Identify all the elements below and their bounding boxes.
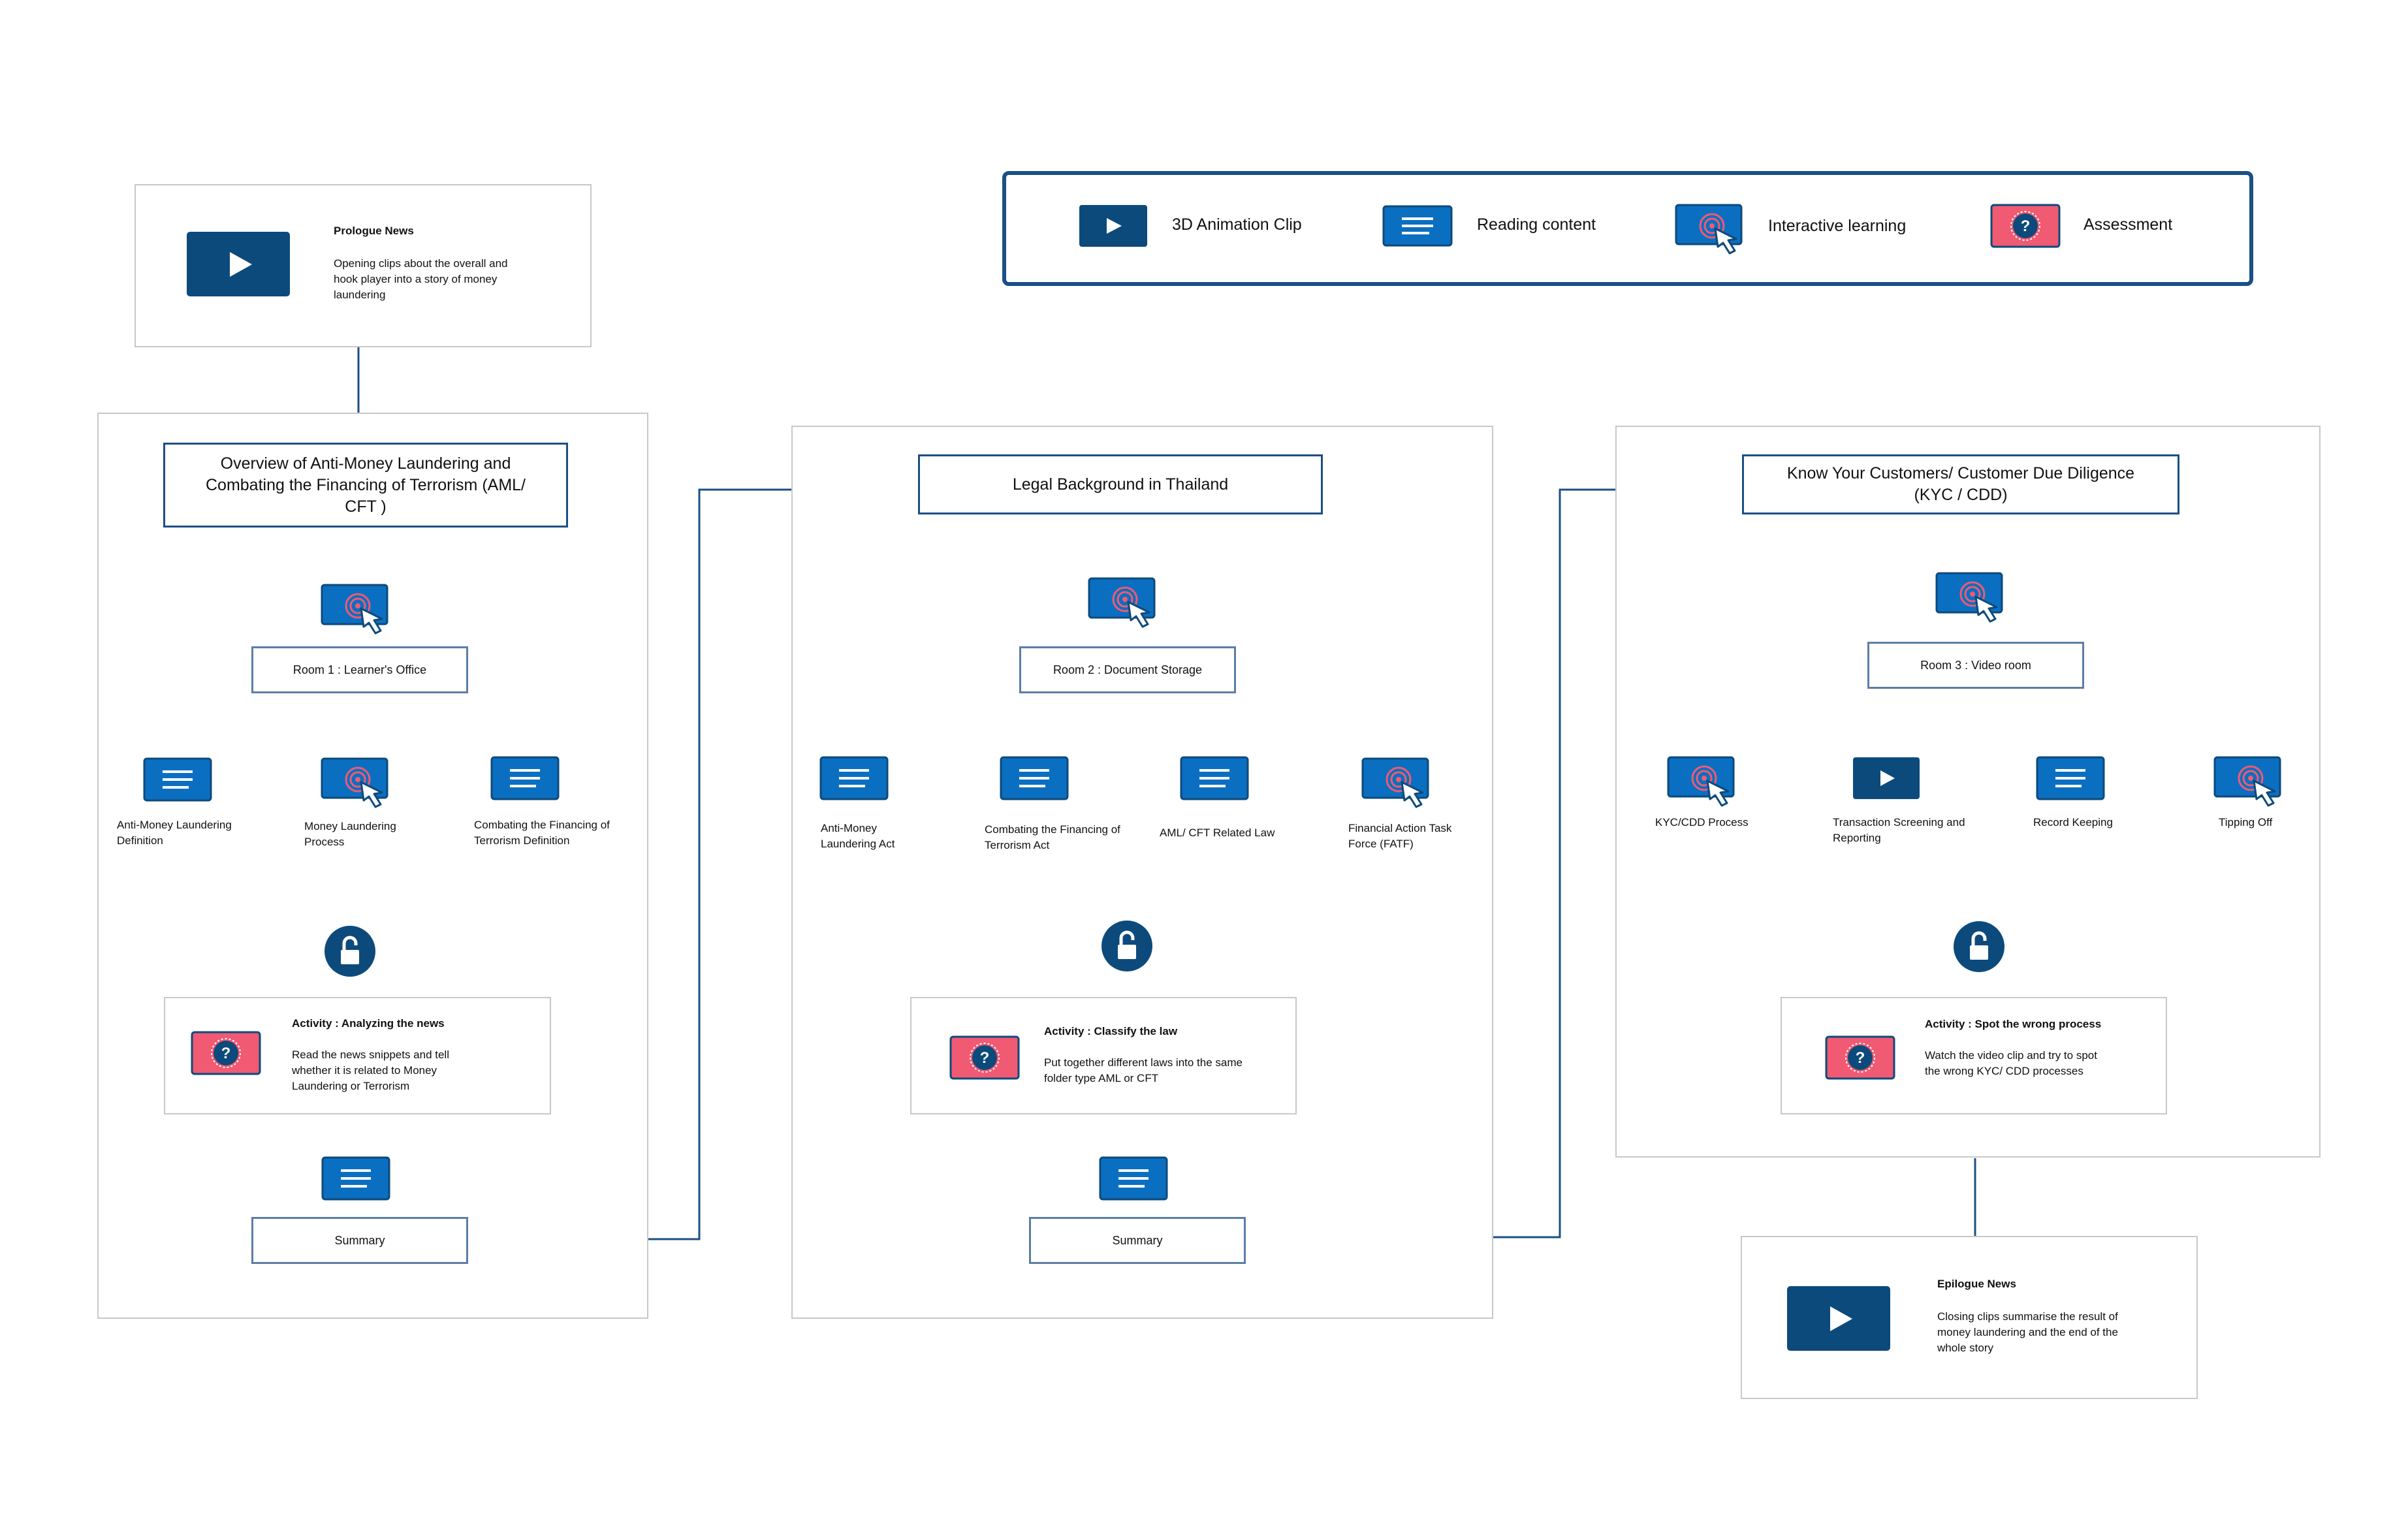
assessment-icon: ? <box>949 1035 1020 1080</box>
module-3-title: Know Your Customers/ Customer Due Dilige… <box>1742 454 2179 514</box>
play-icon <box>1853 757 1920 799</box>
module-3-room: Room 3 : Video room <box>1867 642 2084 689</box>
svg-text:?: ? <box>980 1049 990 1067</box>
prologue-desc: Opening clips about the overall and hook… <box>334 257 508 301</box>
play-icon <box>1787 1286 1890 1351</box>
module-2-room: Room 2 : Document Storage <box>1019 646 1236 693</box>
module-3-item-2-label: Transaction Screening and Reporting <box>1833 816 1965 844</box>
play-icon <box>1079 205 1147 247</box>
interactive-icon <box>2213 756 2281 807</box>
prologue-title: Prologue News <box>334 225 414 237</box>
epilogue-title: Epilogue News <box>1937 1278 2016 1290</box>
assessment-icon: ? <box>1825 1035 1895 1080</box>
reading-icon <box>1000 756 1069 800</box>
module-1-item-3-label: Combating the Financing of Terrorism Def… <box>474 819 610 847</box>
module-1-activity-desc: Read the news snippets and tell whether … <box>292 1049 449 1092</box>
module-2-item-3-label: AML/ CFT Related Law <box>1160 827 1275 839</box>
reading-icon <box>143 757 212 802</box>
unlock-icon <box>1954 921 2004 972</box>
module-2-item-1-label: Anti-Money Laundering Act <box>821 822 895 850</box>
reading-icon <box>1180 756 1249 800</box>
reading-icon <box>1099 1156 1168 1201</box>
reading-icon <box>1382 205 1453 247</box>
module-2-activity-desc: Put together different laws into the sam… <box>1044 1056 1243 1084</box>
interactive-icon <box>1667 756 1735 807</box>
module-2-item-4-label: Financial Action Task Force (FATF) <box>1348 822 1452 850</box>
module-1-summary: Summary <box>251 1217 468 1264</box>
reading-icon <box>819 756 889 800</box>
reading-icon <box>490 756 560 800</box>
module-2-activity-title: Activity : Classify the law <box>1044 1025 1178 1037</box>
reading-icon <box>2036 756 2105 800</box>
interactive-icon <box>1361 757 1429 808</box>
interactive-icon <box>1088 577 1156 628</box>
interactive-icon <box>321 757 388 808</box>
module-3-item-1-label: KYC/CDD Process <box>1655 816 1749 828</box>
unlock-icon <box>325 926 375 977</box>
module-1-title: Overview of Anti-Money Laundering and Co… <box>163 443 568 528</box>
module-2-summary: Summary <box>1029 1217 1246 1264</box>
module-2-title: Legal Background in Thailand <box>918 454 1323 514</box>
svg-text:?: ? <box>221 1045 231 1062</box>
reading-icon <box>321 1156 390 1201</box>
interactive-icon <box>1935 572 2003 623</box>
module-3-item-4-label: Tipping Off <box>2219 816 2273 828</box>
module-1-item-2-label: Money Laundering Process <box>304 820 396 848</box>
svg-text:?: ? <box>1856 1049 1865 1067</box>
assessment-icon: ? <box>191 1031 261 1075</box>
unlock-icon <box>1101 921 1152 971</box>
play-icon <box>187 232 290 296</box>
svg-text:?: ? <box>2021 217 2031 235</box>
legend-reading: Reading content <box>1477 215 1596 234</box>
legend-animation: 3D Animation Clip <box>1172 215 1302 234</box>
module-1-room: Room 1 : Learner's Office <box>251 646 468 693</box>
module-3-activity-title: Activity : Spot the wrong process <box>1925 1018 2102 1030</box>
module-2-item-2-label: Combating the Financing of Terrorism Act <box>985 823 1120 851</box>
legend-assessment: Assessment <box>2083 215 2173 234</box>
module-3-activity-desc: Watch the video clip and try to spot the… <box>1925 1049 2097 1077</box>
module-1-item-1-label: Anti-Money Laundering Definition <box>117 819 232 847</box>
assessment-icon: ? <box>1990 204 2061 248</box>
interactive-icon <box>1675 204 1743 255</box>
legend-interactive: Interactive learning <box>1768 217 1907 235</box>
epilogue-desc: Closing clips summarise the result of mo… <box>1937 1310 2118 1354</box>
module-3-item-3-label: Record Keeping <box>2033 816 2113 828</box>
module-1-activity-title: Activity : Analyzing the news <box>292 1017 445 1030</box>
interactive-icon <box>321 584 388 635</box>
